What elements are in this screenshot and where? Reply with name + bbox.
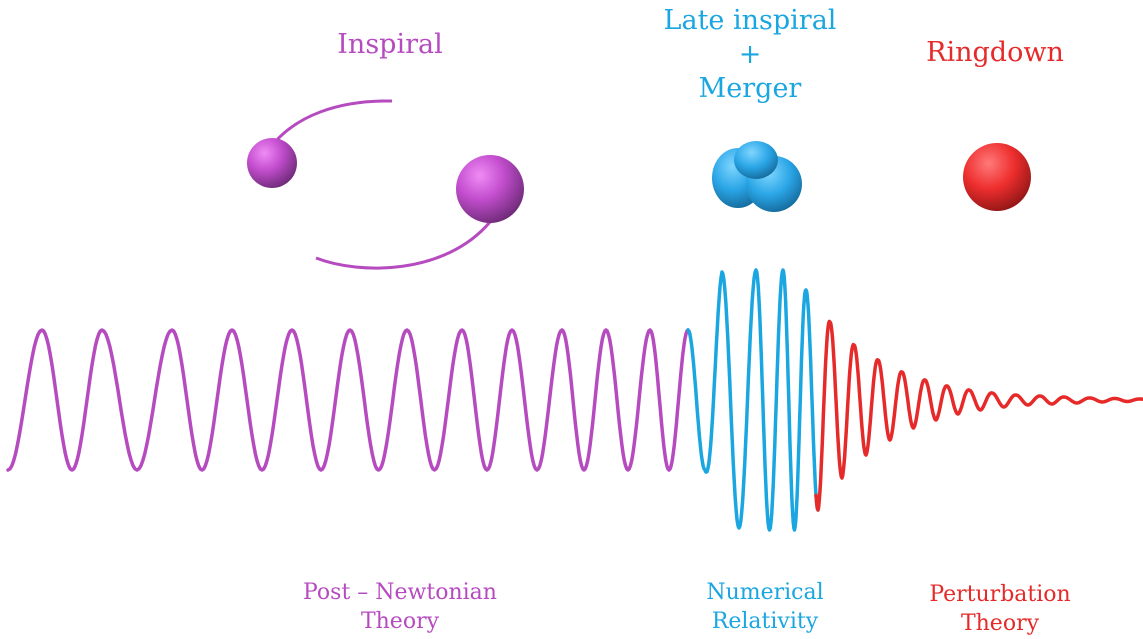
post-newtonian-line2: Theory — [360, 609, 440, 634]
post-newtonian-line1: Post – Newtonian — [303, 580, 497, 605]
small-black-hole — [247, 138, 297, 188]
orbit-arc-upper — [268, 99, 393, 149]
numerical-relativity-line1: Numerical — [706, 580, 824, 605]
waveform-merger-segment — [686, 268, 820, 532]
inspiral-label: Inspiral — [337, 29, 443, 60]
perturbation-theory-label: Perturbation Theory — [910, 580, 1090, 638]
ringdown-label: Ringdown — [926, 37, 1064, 68]
merger-label: Late inspiral + Merger — [650, 4, 850, 106]
perturbation-theory-line2: Theory — [960, 611, 1040, 636]
binary-orbit-icon — [247, 99, 524, 270]
waveform — [6, 268, 1143, 532]
merger-label-line3: Merger — [698, 73, 802, 104]
perturbation-theory-line1: Perturbation — [929, 582, 1071, 607]
waveform-inspiral-segment — [6, 328, 692, 472]
post-newtonian-label: Post – Newtonian Theory — [270, 578, 530, 636]
merger-label-line1: Late inspiral — [663, 5, 837, 36]
numerical-relativity-label: Numerical Relativity — [680, 578, 850, 636]
orbit-arc-lower — [315, 221, 492, 270]
final-black-hole-icon — [963, 143, 1031, 211]
merger-label-line2: + — [738, 39, 762, 70]
numerical-relativity-line2: Relativity — [711, 609, 819, 634]
merged-blob-icon — [712, 141, 802, 212]
large-black-hole — [456, 155, 524, 223]
waveform-ringdown-segment — [814, 319, 1143, 512]
